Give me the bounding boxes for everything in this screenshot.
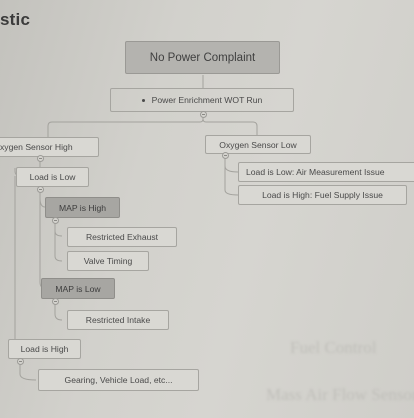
node-map-is-high: MAP is High bbox=[45, 197, 120, 218]
node-oxygen-sensor-low: Oxygen Sensor Low bbox=[205, 135, 311, 154]
node-map-is-low: MAP is Low bbox=[41, 278, 115, 299]
bullet-dot bbox=[141, 98, 145, 102]
collapse-toggle-icon[interactable] bbox=[37, 155, 44, 162]
node-gearing-vehicle-load: Gearing, Vehicle Load, etc... bbox=[38, 369, 199, 391]
node-power-enrichment-wot-run: Power Enrichment WOT Run bbox=[110, 88, 294, 112]
background-text-fuel-control: Fuel Control bbox=[290, 338, 377, 357]
node-load-low-air-measurement: Load is Low: Air Measurement Issue bbox=[238, 162, 414, 182]
node-load-high-fuel-supply: Load is High: Fuel Supply Issue bbox=[238, 185, 407, 205]
collapse-toggle-icon[interactable] bbox=[37, 186, 44, 193]
root-node-no-power-complaint: No Power Complaint bbox=[125, 41, 280, 74]
node-label: Power Enrichment WOT Run bbox=[151, 95, 263, 105]
collapse-toggle-icon[interactable] bbox=[52, 217, 59, 224]
node-restricted-exhaust: Restricted Exhaust bbox=[67, 227, 177, 247]
node-oxygen-sensor-high: xygen Sensor High bbox=[0, 137, 99, 157]
node-load-is-low: Load is Low bbox=[16, 167, 89, 187]
background-text-mass-air-flow: Mass Air Flow Sensor bbox=[266, 385, 414, 404]
page-heading: stic bbox=[0, 10, 31, 29]
collapse-toggle-icon[interactable] bbox=[222, 152, 229, 159]
collapse-toggle-icon[interactable] bbox=[52, 298, 59, 305]
collapse-toggle-icon[interactable] bbox=[17, 358, 24, 365]
collapse-toggle-icon[interactable] bbox=[200, 111, 207, 118]
node-restricted-intake: Restricted Intake bbox=[67, 310, 169, 330]
node-load-is-high: Load is High bbox=[8, 339, 81, 359]
node-valve-timing: Valve Timing bbox=[67, 251, 149, 271]
